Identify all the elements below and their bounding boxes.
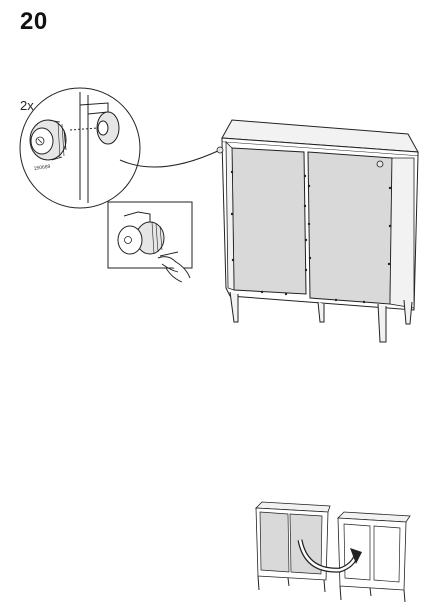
quantity-label: 2x: [20, 98, 34, 113]
tighten-detail-box: [107, 201, 193, 283]
cam-lock-detail-callout: 2x 150689: [19, 87, 141, 209]
hand-turning-knob-icon: [117, 211, 191, 283]
cabinet-back-panel-icon: [216, 119, 419, 343]
cam-lock-icon: [29, 111, 120, 161]
step-number: 20: [20, 8, 48, 35]
part-number-label: 150689: [33, 164, 51, 172]
curved-arrow-icon: [297, 539, 362, 573]
callout-pointer: [119, 149, 221, 168]
cabinet-turn-around-illustration: [255, 501, 411, 603]
